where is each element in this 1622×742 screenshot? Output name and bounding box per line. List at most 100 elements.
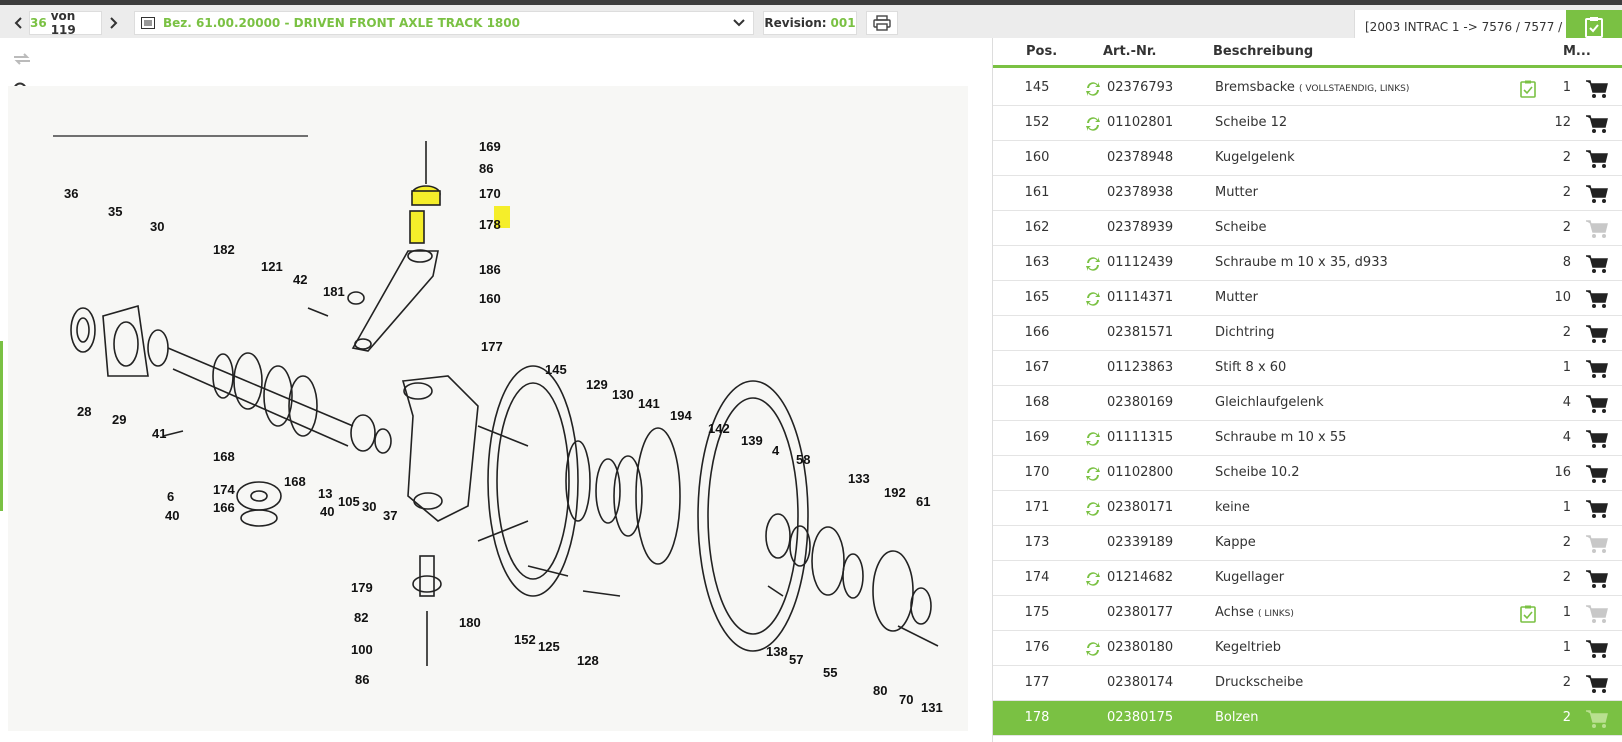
shopping-cart-icon[interactable]	[1585, 674, 1609, 694]
shopping-cart-icon[interactable]	[1585, 324, 1609, 344]
shopping-cart-icon[interactable]	[1585, 359, 1609, 379]
panel-resize-handle[interactable]	[0, 341, 3, 511]
callout: 41	[152, 426, 166, 441]
clipboard-note-icon[interactable]	[1518, 604, 1538, 624]
callout: 139	[741, 433, 763, 448]
cell-quantity: 2	[1562, 675, 1571, 690]
callout: 141	[638, 396, 660, 411]
description-text: Kegeltrieb	[1215, 640, 1282, 655]
revision-label: Revision:	[764, 16, 827, 30]
shopping-cart-icon[interactable]	[1585, 429, 1609, 449]
cell-art-nr: 02339189	[1107, 535, 1174, 550]
column-header-description[interactable]: Beschreibung	[1213, 44, 1314, 59]
callout: 61	[916, 494, 930, 509]
column-header-quantity[interactable]: M...	[1563, 44, 1591, 59]
cell-quantity: 2	[1562, 710, 1571, 725]
shopping-cart-icon[interactable]	[1585, 219, 1609, 239]
callout: 6	[167, 489, 174, 504]
cell-quantity: 4	[1562, 430, 1571, 445]
callout: 170	[479, 186, 501, 201]
cell-pos: 166	[1024, 325, 1050, 340]
next-page-button[interactable]	[106, 12, 122, 34]
cell-pos: 152	[1024, 115, 1050, 130]
shopping-cart-icon[interactable]	[1585, 254, 1609, 274]
clipboard-note-icon[interactable]	[1518, 79, 1538, 99]
shopping-cart-icon[interactable]	[1585, 604, 1609, 624]
callout: 138	[766, 644, 788, 659]
column-header-pos[interactable]: Pos.	[1026, 44, 1058, 59]
cell-quantity: 12	[1554, 115, 1571, 130]
cell-description: Gleichlaufgelenk	[1215, 395, 1324, 410]
shopping-cart-icon[interactable]	[1585, 289, 1609, 309]
cell-quantity: 1	[1562, 80, 1571, 95]
cell-art-nr: 02378938	[1107, 185, 1174, 200]
cell-pos: 174	[1024, 570, 1050, 585]
exploded-parts-drawing[interactable]: 169 86 170 178 186 160 36 35 30 182 121 …	[8, 86, 968, 731]
callout: 160	[479, 291, 501, 306]
page-total: von 119	[50, 9, 76, 37]
cell-pos: 162	[1024, 220, 1050, 235]
shopping-cart-icon[interactable]	[1585, 534, 1609, 554]
vehicle-context-label: [2003 INTRAC 1 -> 7576 / 7577 / ...	[1365, 19, 1566, 34]
callout: 4	[772, 443, 780, 458]
shopping-cart-icon[interactable]	[1585, 639, 1609, 659]
cell-description: Kugelgelenk	[1215, 150, 1295, 165]
shopping-cart-icon[interactable]	[1585, 499, 1609, 519]
shopping-cart-icon[interactable]	[1585, 149, 1609, 169]
cell-description: Scheibe	[1215, 220, 1267, 235]
page-indicator[interactable]: 36 von 119	[29, 9, 102, 37]
description-text: keine	[1215, 500, 1250, 515]
clipboard-button[interactable]	[1566, 10, 1622, 43]
shopping-cart-icon[interactable]	[1585, 79, 1609, 99]
cell-quantity: 8	[1562, 255, 1571, 270]
cell-quantity: 1	[1562, 360, 1571, 375]
cell-description: Druckscheibe	[1215, 675, 1303, 690]
cell-pos: 167	[1024, 360, 1050, 375]
callout: 152	[514, 632, 536, 647]
description-text: Gleichlaufgelenk	[1215, 395, 1324, 410]
shopping-cart-icon[interactable]	[1585, 709, 1609, 729]
description-note: ( LINKS)	[1257, 609, 1294, 619]
cell-art-nr: 02381571	[1107, 325, 1174, 340]
vehicle-context-select[interactable]: [2003 INTRAC 1 -> 7576 / 7577 / ...	[1354, 10, 1566, 43]
cell-pos: 175	[1024, 605, 1050, 620]
cell-description: Schraube m 10 x 55	[1215, 430, 1346, 445]
description-text: Mutter	[1215, 290, 1258, 305]
shopping-cart-icon[interactable]	[1585, 464, 1609, 484]
shopping-cart-icon[interactable]	[1585, 569, 1609, 589]
print-button[interactable]	[866, 11, 898, 35]
toolbar: 36 von 119 Bez. 61.00.20000 - DRIVEN FRO…	[0, 5, 1622, 43]
shopping-cart-icon[interactable]	[1585, 184, 1609, 204]
shopping-cart-icon[interactable]	[1585, 114, 1609, 134]
shopping-cart-icon[interactable]	[1585, 394, 1609, 414]
callout: 30	[150, 219, 164, 234]
previous-page-button[interactable]	[10, 12, 26, 34]
sync-icon	[1083, 464, 1103, 484]
drawing-shaft-assembly	[70, 304, 392, 527]
document-select[interactable]: Bez. 61.00.20000 - DRIVEN FRONT AXLE TRA…	[134, 11, 754, 35]
cell-pos: 168	[1024, 395, 1050, 410]
rotate-button[interactable]	[11, 48, 33, 70]
column-header-art-nr[interactable]: Art.-Nr.	[1103, 44, 1157, 59]
cell-pos: 177	[1024, 675, 1050, 690]
